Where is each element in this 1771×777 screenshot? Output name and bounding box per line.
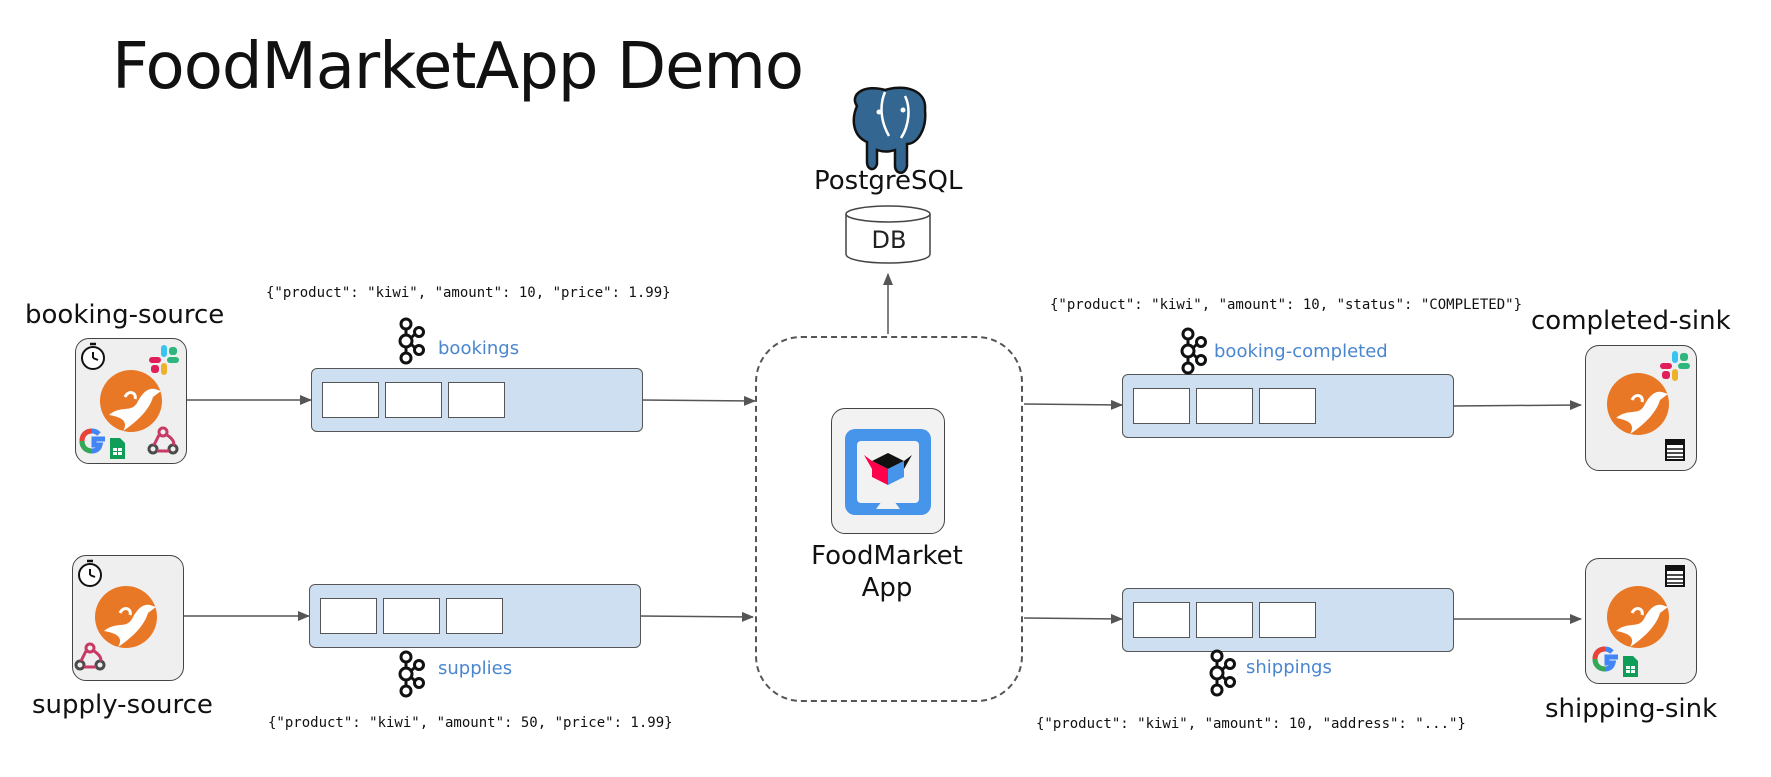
arrow-app-to-shippings [1023, 613, 1123, 624]
shipping-sink-label: shipping-sink [1545, 694, 1718, 724]
queue-slot [1196, 388, 1253, 424]
queue-slot [1133, 602, 1190, 638]
queue-slot [448, 382, 505, 418]
booking-source-label: booking-source [25, 300, 225, 330]
queue-slot [383, 598, 440, 634]
page-title: FoodMarketApp Demo [112, 30, 804, 104]
topic-label-shippings: shippings [1246, 657, 1332, 678]
booking-completed-queue [1122, 374, 1454, 438]
table-icon [1665, 565, 1685, 587]
table-icon [1665, 439, 1685, 461]
queue-slot [1133, 388, 1190, 424]
queue-slot [446, 598, 503, 634]
topic-label-bookings: bookings [438, 338, 520, 359]
webhook-icon [147, 426, 179, 455]
arrow-bookings-to-app [640, 395, 756, 406]
timer-icon [80, 342, 106, 371]
google-icon [1595, 649, 1618, 669]
completed-sink-label: completed-sink [1531, 306, 1731, 336]
topic-label-booking-completed: booking-completed [1214, 341, 1388, 362]
foodmarket-app-label: FoodMarket App [795, 540, 979, 604]
postgresql-label: PostgreSQL [814, 166, 963, 196]
topic-label-supplies: supplies [438, 658, 513, 679]
arrow-booking-completed-to-completed-sink [1451, 400, 1582, 411]
queue-slot [320, 598, 377, 634]
queue-slot [1259, 388, 1316, 424]
app-label-line2: App [861, 573, 913, 603]
camel-icon [93, 584, 159, 650]
shippings-queue [1122, 588, 1454, 652]
bookings-queue [311, 368, 643, 432]
message-booking-completed: {"product": "kiwi", "amount": 10, "statu… [1050, 297, 1523, 313]
supplies-queue [309, 584, 641, 648]
webhook-icon [74, 642, 106, 671]
google-icon [82, 431, 105, 451]
camel-icon [98, 368, 164, 434]
supply-source-label: supply-source [32, 690, 213, 720]
message-supplies: {"product": "kiwi", "amount": 50, "price… [268, 715, 673, 731]
camel-icon [1605, 371, 1671, 437]
queue-slot [322, 382, 379, 418]
queue-slot [385, 382, 442, 418]
slack-icon [149, 345, 179, 375]
arrow-supplies-to-app [638, 611, 754, 622]
queue-slot [1259, 602, 1316, 638]
quarkus-icon [845, 429, 931, 515]
timer-icon [77, 559, 103, 588]
arrow-app-to-booking-completed [1023, 399, 1123, 410]
foodmarket-app-boundary [755, 336, 1023, 702]
sheets-icon [1622, 655, 1639, 678]
queue-slot [1196, 602, 1253, 638]
db-label: DB [871, 226, 907, 254]
slack-icon [1660, 351, 1690, 381]
sheets-icon [109, 437, 126, 460]
message-bookings: {"product": "kiwi", "amount": 10, "price… [266, 285, 671, 301]
message-shippings: {"product": "kiwi", "amount": 10, "addre… [1036, 716, 1466, 732]
quarkus-logo-card [831, 408, 945, 534]
app-label-line1: FoodMarket [811, 541, 963, 571]
camel-icon [1605, 584, 1671, 650]
